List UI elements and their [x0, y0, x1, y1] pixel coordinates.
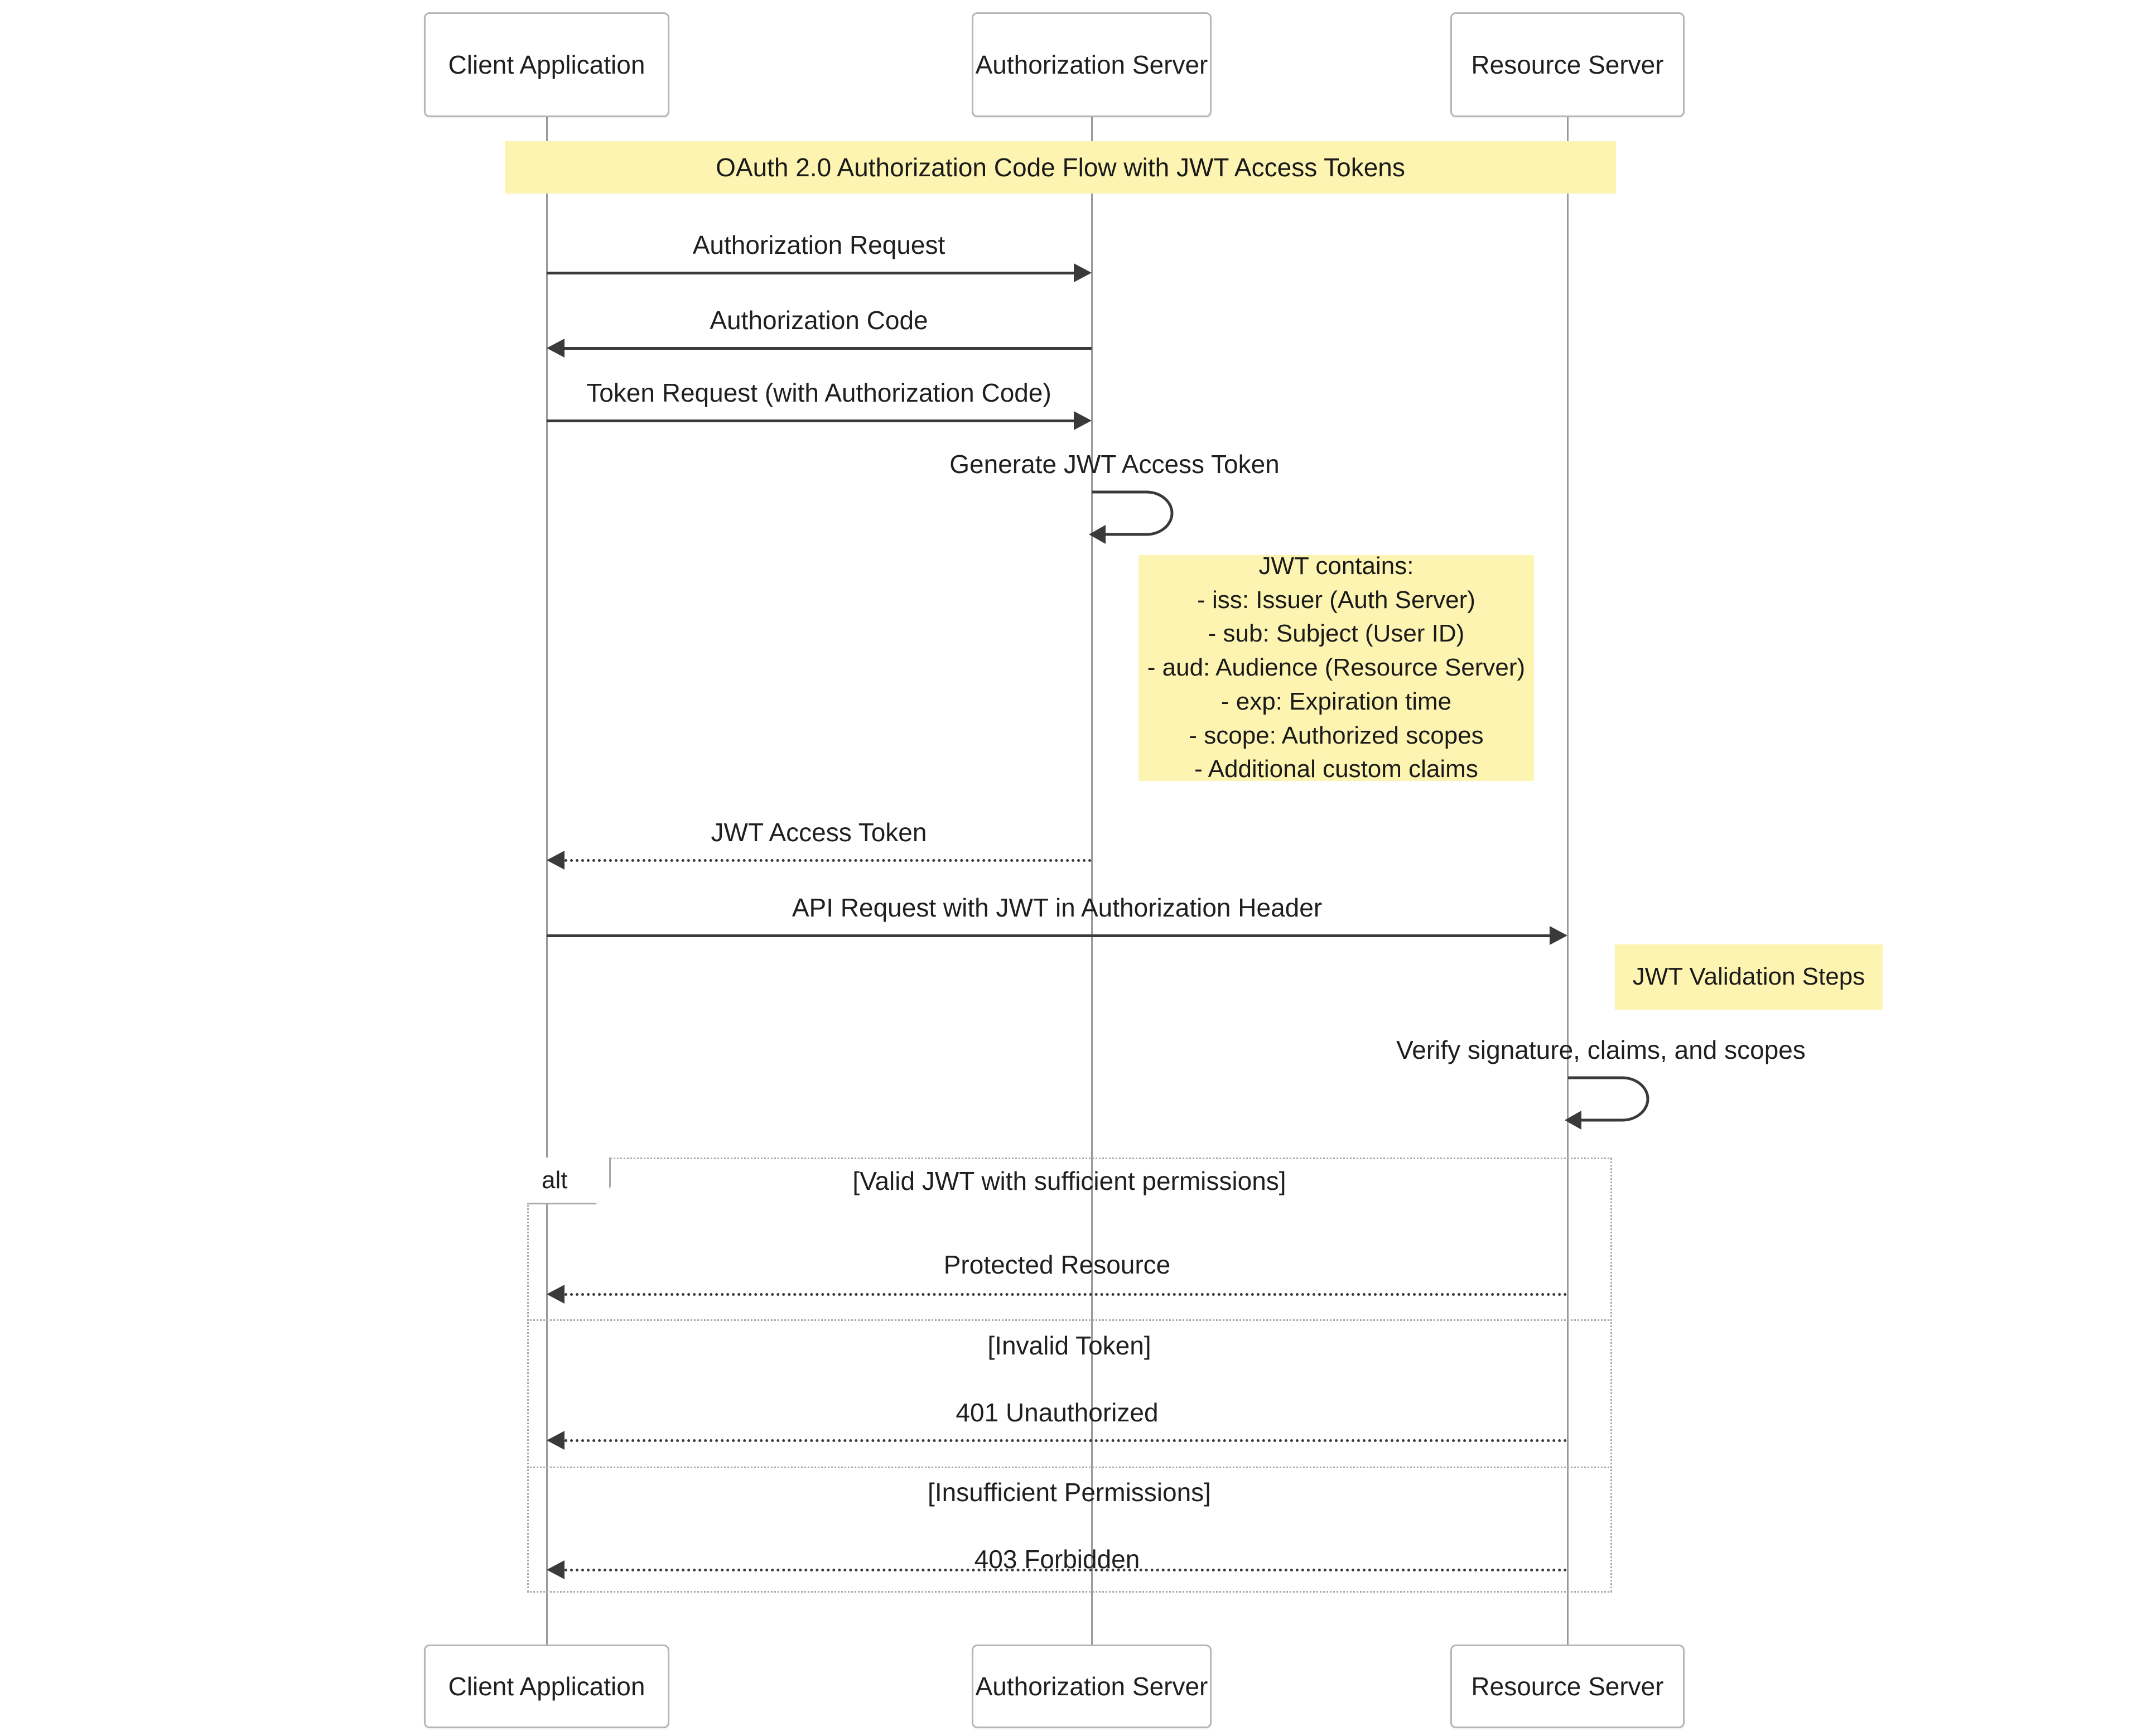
participant-authorization-server-bottom[interactable]: Authorization Server [972, 1645, 1212, 1728]
alt-fragment-operator-tag: alt [527, 1158, 611, 1204]
diagram-title-banner: OAuth 2.0 Authorization Code Flow with J… [505, 141, 1616, 194]
participant-label: Client Application [448, 1672, 645, 1701]
arrowhead-right-icon [1074, 263, 1092, 282]
participant-resource-server-bottom[interactable]: Resource Server [1450, 1645, 1685, 1728]
note-line: JWT contains: [1258, 552, 1414, 580]
participant-client-application-bottom[interactable]: Client Application [424, 1645, 669, 1728]
message-label-401-unauthorized: 401 Unauthorized [956, 1398, 1159, 1427]
arrowhead-left-icon [547, 1285, 565, 1304]
message-label-api-request-with-jwt: API Request with JWT in Authorization He… [792, 893, 1323, 922]
alt-operator-label: alt [542, 1166, 568, 1194]
participant-authorization-server-top[interactable]: Authorization Server [972, 12, 1212, 117]
note-line: - aud: Audience (Resource Server) [1147, 654, 1526, 682]
message-label-protected-resource: Protected Resource [943, 1250, 1171, 1279]
note-line: - iss: Issuer (Auth Server) [1197, 586, 1475, 614]
participant-resource-server-top[interactable]: Resource Server [1450, 12, 1685, 117]
participant-label: Resource Server [1471, 1672, 1664, 1701]
participant-label: Authorization Server [975, 50, 1208, 79]
message-arrow-401-unauthorized [565, 1439, 1567, 1442]
alt-fragment-frame [527, 1158, 1612, 1593]
diagram-title-text: OAuth 2.0 Authorization Code Flow with J… [716, 153, 1405, 182]
message-label-verify-signature-claims-scopes: Verify signature, claims, and scopes [1396, 1035, 1806, 1064]
message-arrow-authorization-code [565, 347, 1092, 350]
message-arrow-api-request-with-jwt [547, 934, 1550, 937]
note-jwt-validation-steps: JWT Validation Steps [1615, 944, 1883, 1010]
message-arrow-protected-resource [565, 1293, 1567, 1296]
arrowhead-right-icon [1074, 411, 1092, 430]
message-arrow-jwt-access-token [565, 859, 1092, 862]
alt-branch-condition-invalid-token: [Invalid Token] [987, 1331, 1151, 1360]
note-line: - scope: Authorized scopes [1189, 721, 1484, 749]
arrowhead-left-icon [547, 1431, 565, 1450]
message-arrow-authorization-request [547, 272, 1074, 274]
participant-client-application-top[interactable]: Client Application [424, 12, 669, 117]
self-message-loop-verify-jwt [1564, 1071, 1670, 1132]
message-label-authorization-request: Authorization Request [692, 230, 945, 259]
note-line: - sub: Subject (User ID) [1208, 620, 1465, 648]
alt-branch-condition-insufficient-permissions: [Insufficient Permissions] [928, 1478, 1211, 1507]
message-label-authorization-code: Authorization Code [710, 306, 928, 335]
lifeline-resource [1567, 117, 1569, 1646]
self-message-loop-generate-jwt [1088, 485, 1194, 547]
message-arrow-token-request [547, 419, 1074, 422]
note-line: JWT Validation Steps [1632, 963, 1865, 991]
alt-branch-condition-valid-jwt: [Valid JWT with sufficient permissions] [852, 1166, 1286, 1195]
note-line: - exp: Expiration time [1220, 687, 1452, 715]
alt-branch-separator [527, 1467, 1612, 1468]
lifeline-client [546, 117, 548, 1646]
lifeline-auth [1091, 117, 1093, 1646]
message-arrow-403-forbidden [565, 1569, 1567, 1571]
message-label-generate-jwt-access-token: Generate JWT Access Token [949, 450, 1280, 479]
note-line: - Additional custom claims [1194, 755, 1478, 783]
note-jwt-contains: JWT contains: - iss: Issuer (Auth Server… [1138, 552, 1534, 783]
arrowhead-right-icon [1550, 926, 1567, 945]
participant-label: Resource Server [1471, 50, 1664, 79]
alt-branch-separator [527, 1319, 1612, 1321]
arrowhead-left-icon [547, 851, 565, 870]
message-label-token-request: Token Request (with Authorization Code) [586, 378, 1051, 407]
participant-label: Authorization Server [975, 1672, 1208, 1701]
message-label-jwt-access-token: JWT Access Token [711, 818, 927, 847]
arrowhead-left-icon [547, 1560, 565, 1579]
arrowhead-left-icon [547, 339, 565, 358]
participant-label: Client Application [448, 50, 645, 79]
